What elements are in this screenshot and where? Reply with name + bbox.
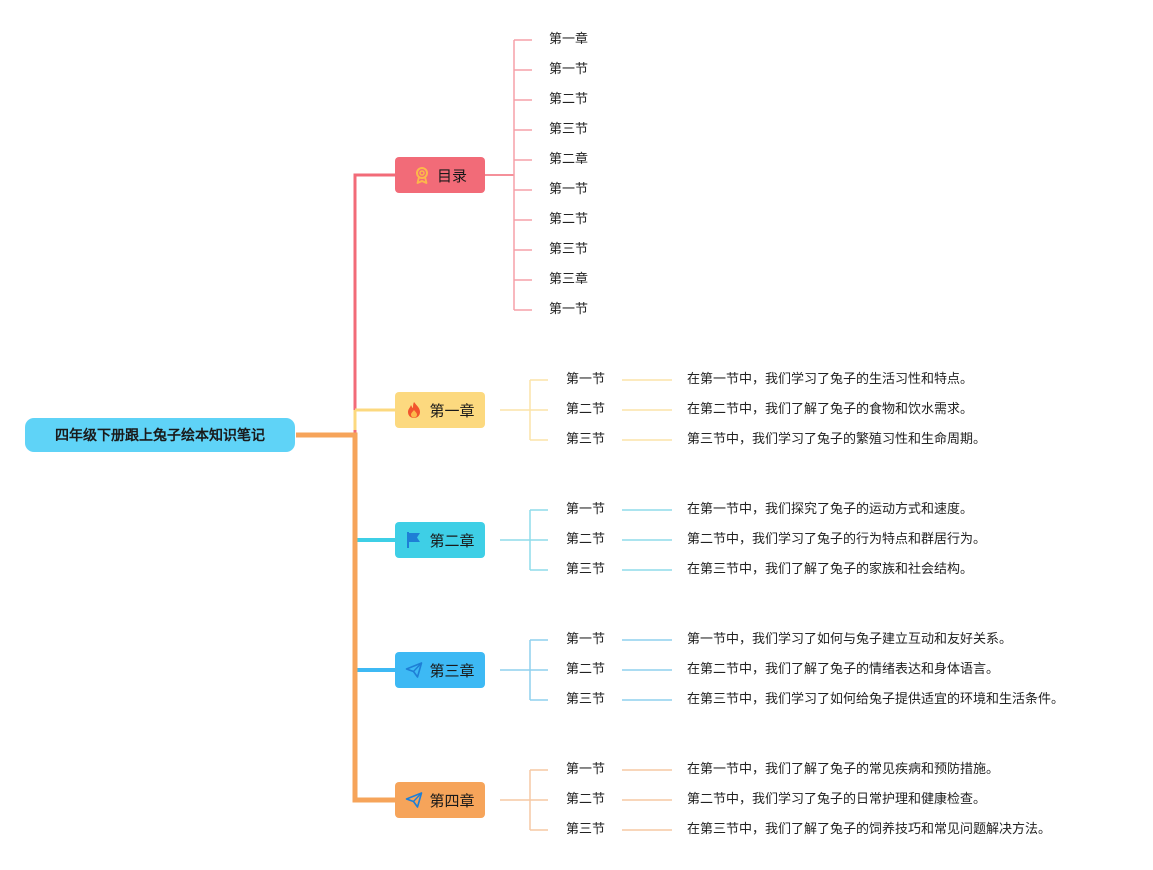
chapter-3-section-2-label[interactable]: 第二节 <box>566 662 606 677</box>
toc-item[interactable]: 第三节 <box>549 122 589 137</box>
chapter-3-section-1-label[interactable]: 第一节 <box>566 632 606 647</box>
chapter-2-section-3-note[interactable]: 在第三节中，我们了解了兔子的家族和社会结构。 <box>687 562 974 577</box>
trunk-line-main <box>296 432 396 803</box>
chapter-2-section-2-label[interactable]: 第二节 <box>566 532 606 547</box>
toc-item[interactable]: 第二节 <box>549 212 589 227</box>
chapter-wires <box>500 379 672 831</box>
paper-plane-icon <box>406 792 423 808</box>
chapter-3-section-2-note[interactable]: 在第二节中，我们了解了兔子的情绪表达和身体语言。 <box>687 662 1000 677</box>
chapter-2-section-1-note[interactable]: 在第一节中，我们探究了兔子的运动方式和速度。 <box>687 502 974 517</box>
chapter-4-section-2-label[interactable]: 第二节 <box>566 792 606 807</box>
chapter-4-section-1-note[interactable]: 在第一节中，我们了解了兔子的常见疾病和预防措施。 <box>687 762 1000 777</box>
chapter-2-label: 第二章 <box>429 531 475 550</box>
chapter-1-section-3-label[interactable]: 第三节 <box>566 432 606 447</box>
toc-topic[interactable]: 目录 <box>395 157 485 193</box>
chapter-3-section-3-label[interactable]: 第三节 <box>566 692 606 707</box>
toc-ticks <box>514 39 532 311</box>
flag-icon <box>407 532 421 548</box>
chapter-1-section-1-note[interactable]: 在第一节中，我们学习了兔子的生活习性和特点。 <box>687 372 974 387</box>
paper-plane-icon <box>406 662 423 678</box>
chapter-2-section-2-note[interactable]: 第二节中，我们学习了兔子的行为特点和群居行为。 <box>687 532 987 547</box>
trunk-line-toc <box>353 173 396 435</box>
toc-item[interactable]: 第一章 <box>549 32 589 47</box>
chapter-4-topic[interactable]: 第四章 <box>395 782 485 818</box>
toc-item[interactable]: 第二章 <box>549 152 589 167</box>
chapter-4-label: 第四章 <box>429 791 475 810</box>
fire-icon <box>408 402 421 418</box>
toc-item[interactable]: 第一节 <box>549 182 589 197</box>
chapter-4-section-2-note[interactable]: 第二节中，我们学习了兔子的日常护理和健康检查。 <box>687 792 987 807</box>
chapter-1-section-1-label[interactable]: 第一节 <box>566 372 606 387</box>
chapter-4-section-3-label[interactable]: 第三节 <box>566 822 606 837</box>
chapter-2-section-1-label[interactable]: 第一节 <box>566 502 606 517</box>
chapter-4-section-3-note[interactable]: 在第三节中，我们了解了兔子的饲养技巧和常见问题解决方法。 <box>687 822 1052 837</box>
toc-item[interactable]: 第三章 <box>549 272 589 287</box>
toc-item[interactable]: 第一节 <box>549 302 589 317</box>
root-topic[interactable]: 四年级下册跟上兔子绘本知识笔记 <box>25 418 295 452</box>
toc-label: 目录 <box>436 166 467 185</box>
toc-item[interactable]: 第一节 <box>549 62 589 77</box>
chapter-4-section-1-label[interactable]: 第一节 <box>566 762 606 777</box>
chapter-1-section-2-note[interactable]: 在第二节中，我们了解了兔子的食物和饮水需求。 <box>687 402 974 417</box>
chapter-3-section-3-note[interactable]: 在第三节中，我们学习了如何给兔子提供适宜的环境和生活条件。 <box>687 692 1065 707</box>
toc-item[interactable]: 第三节 <box>549 242 589 257</box>
chapter-1-section-3-note[interactable]: 第三节中，我们学习了兔子的繁殖习性和生命周期。 <box>687 432 987 447</box>
chapter-1-label: 第一章 <box>429 401 475 420</box>
chapter-1-section-2-label[interactable]: 第二节 <box>566 402 606 417</box>
root-label: 四年级下册跟上兔子绘本知识笔记 <box>55 428 265 444</box>
chapter-3-topic[interactable]: 第三章 <box>395 652 485 688</box>
chapter-2-section-3-label[interactable]: 第三节 <box>566 562 606 577</box>
award-ribbon-icon <box>415 167 428 184</box>
toc-item[interactable]: 第二节 <box>549 92 589 107</box>
chapter-1-topic[interactable]: 第一章 <box>395 392 485 428</box>
chapter-3-label: 第三章 <box>429 661 475 680</box>
chapter-3-section-1-note[interactable]: 第一节中，我们学习了如何与兔子建立互动和友好关系。 <box>687 632 1013 647</box>
chapter-2-topic[interactable]: 第二章 <box>395 522 485 558</box>
